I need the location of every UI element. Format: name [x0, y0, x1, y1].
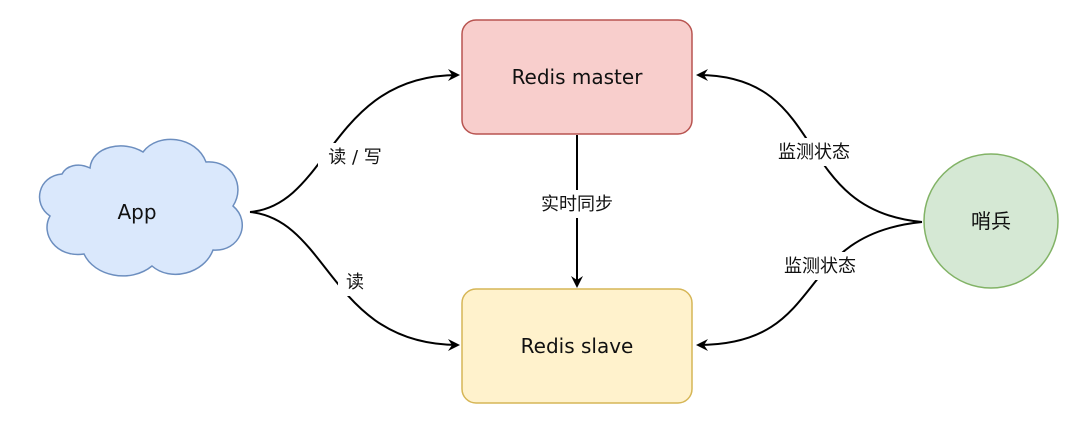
edge-app-to-slave [249, 211, 460, 351]
app-cloud-shape [38, 138, 243, 277]
redis-slave-box [461, 288, 693, 404]
edge-label-read: 读 [346, 272, 364, 293]
edge-label-realtime-sync: 实时同步 [541, 194, 613, 215]
app-label: App [117, 200, 156, 224]
redis-master-label: Redis master [512, 65, 644, 89]
edge-app-to-master [249, 69, 460, 213]
redis-slave-label: Redis slave [521, 334, 634, 358]
sentinel-circle [923, 153, 1059, 289]
edges [249, 69, 923, 351]
edge-label-monitor-master: 监测状态 [778, 142, 850, 163]
edge-sentinel-to-slave [696, 221, 923, 351]
edge-label-read-write: 读 / 写 [328, 147, 382, 168]
edge-labels: 读 / 写 读 实时同步 监测状态 监测状态 [318, 138, 864, 296]
redis-master-box [461, 19, 693, 135]
app-node: App [38, 138, 243, 277]
redis-master-node: Redis master [461, 19, 693, 135]
sentinel-label: 哨兵 [971, 209, 1011, 233]
sentinel-node: 哨兵 [923, 153, 1059, 289]
edge-label-monitor-slave: 监测状态 [784, 256, 856, 277]
redis-slave-node: Redis slave [461, 288, 693, 404]
